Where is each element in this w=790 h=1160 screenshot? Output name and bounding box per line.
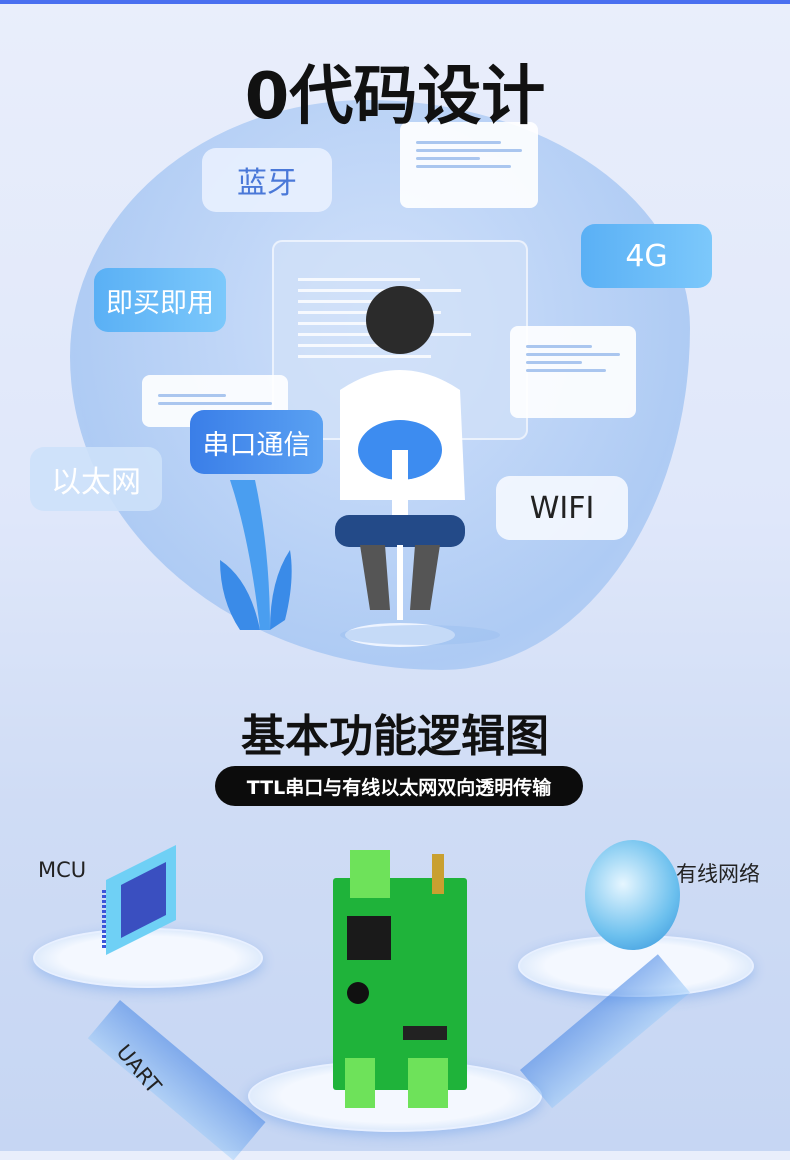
code-card xyxy=(400,122,538,208)
mcu-chip-icon xyxy=(102,845,176,955)
terminal-block-top xyxy=(350,850,390,898)
globe-network-icon xyxy=(585,840,680,950)
uart-beam xyxy=(87,1000,266,1160)
relay-component xyxy=(347,916,391,960)
terminal-block-right xyxy=(408,1058,448,1108)
mcu-platform xyxy=(33,928,263,988)
developer-illustration xyxy=(220,286,500,647)
code-card xyxy=(510,326,636,418)
tag-serial: 串口通信 xyxy=(190,410,323,474)
tag-ready-to-use: 即买即用 xyxy=(94,268,226,332)
mcu-label: MCU xyxy=(38,858,87,882)
subtitle-pill: TTL串口与有线以太网双向透明传输 xyxy=(215,766,583,806)
section-title: 基本功能逻辑图 xyxy=(241,711,549,762)
network-label: 有线网络 xyxy=(676,862,760,886)
page-title: 0代码设计 xyxy=(244,60,546,134)
antenna-connector xyxy=(432,854,444,894)
pcb-module xyxy=(333,878,467,1090)
terminal-block-left xyxy=(345,1058,375,1108)
tag-4g: 4G xyxy=(581,224,712,288)
tag-bluetooth: 蓝牙 xyxy=(202,148,332,212)
chip-row xyxy=(403,1026,447,1040)
tag-wifi: WIFI xyxy=(496,476,628,540)
top-accent-line xyxy=(0,0,790,4)
tag-ethernet: 以太网 xyxy=(30,447,162,511)
capacitor-component xyxy=(347,982,369,1004)
